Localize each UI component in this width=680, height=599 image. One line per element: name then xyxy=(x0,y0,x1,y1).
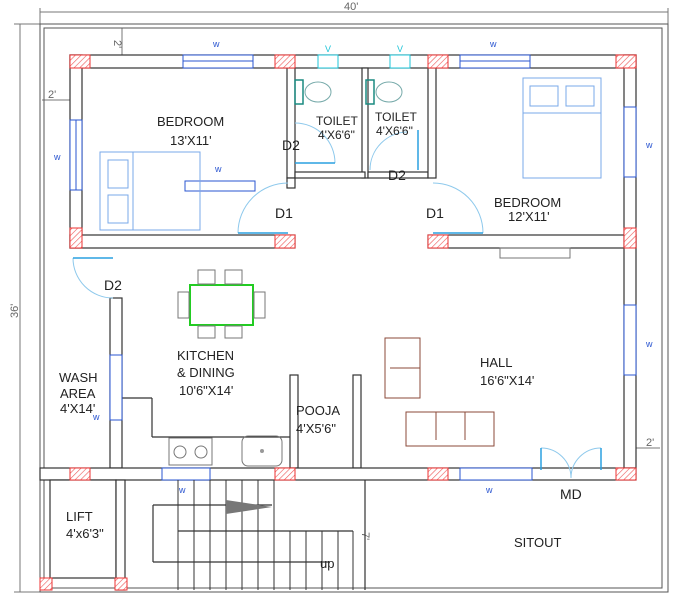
dining-table xyxy=(177,269,266,339)
toilet-right-name: TOILET xyxy=(375,110,417,124)
door-label-d1: D1 xyxy=(426,205,444,221)
kitchen-counter xyxy=(168,435,283,467)
toilet-right-size: 4'X6'6" xyxy=(376,124,413,138)
window-label: w xyxy=(212,39,220,49)
setback-right: 2' xyxy=(646,437,654,449)
kitchen-name-2: & DINING xyxy=(177,365,235,380)
setback-left: 2' xyxy=(48,89,56,101)
doors: D1 D1 D2 D2 D2 MD xyxy=(72,122,602,502)
bedroom-right-name: BEDROOM xyxy=(494,195,561,210)
kitchen-name-1: KITCHEN xyxy=(177,348,234,363)
sofas xyxy=(384,337,495,447)
wash-size: 4'X14' xyxy=(60,401,95,416)
window-label: w xyxy=(53,152,61,162)
sitout-name: SITOUT xyxy=(514,535,561,550)
ventilator-label: V xyxy=(397,44,403,54)
room-labels: BEDROOM 13'X11' TOILET 4'X6'6" TOILET 4'… xyxy=(59,110,561,550)
columns xyxy=(39,54,637,591)
kitchen-size: 10'6"X14' xyxy=(179,383,233,398)
hall-name: HALL xyxy=(480,355,513,370)
bedroom-right-size: 12'X11' xyxy=(508,209,550,224)
setback-top: 2' xyxy=(111,40,123,48)
windows: w w w w w w w w w V V xyxy=(53,39,653,495)
window-label: w xyxy=(645,140,653,150)
stair-direction: up xyxy=(320,556,334,571)
width-dimension: 40' xyxy=(344,1,358,13)
lift-size: 4'x6'3" xyxy=(66,526,104,541)
plot-boundary xyxy=(39,23,669,593)
window-label: w xyxy=(214,164,222,174)
window-label: w xyxy=(178,485,186,495)
lift-name: LIFT xyxy=(66,509,93,524)
pooja-name: POOJA xyxy=(296,403,340,418)
window-label: w xyxy=(92,412,100,422)
door-label-main: MD xyxy=(560,486,582,502)
wash-name-2: AREA xyxy=(60,386,96,401)
toilet-fixtures xyxy=(294,79,403,105)
toilet-left-name: TOILET xyxy=(316,114,358,128)
bed-right xyxy=(522,77,602,179)
bedroom-left-size: 13'X11' xyxy=(170,133,212,148)
ventilator-label: V xyxy=(325,44,331,54)
staircase: up xyxy=(152,480,354,590)
bedroom-left-name: BEDROOM xyxy=(157,114,224,129)
bed-left xyxy=(99,151,201,231)
depth-dimension: 36' xyxy=(9,304,21,318)
wash-name-1: WASH xyxy=(59,370,98,385)
door-label-d1: D1 xyxy=(275,205,293,221)
toilet-left-size: 4'X6'6" xyxy=(318,128,355,142)
door-label-d2: D2 xyxy=(104,277,122,293)
window-label: w xyxy=(485,485,493,495)
door-label-d2: D2 xyxy=(388,167,406,183)
door-label-d2: D2 xyxy=(282,137,300,153)
furniture xyxy=(99,77,602,467)
hall-size: 16'6"X14' xyxy=(480,373,534,388)
window-label: w xyxy=(645,339,653,349)
window-label: w xyxy=(489,39,497,49)
pooja-size: 4'X5'6" xyxy=(296,421,336,436)
